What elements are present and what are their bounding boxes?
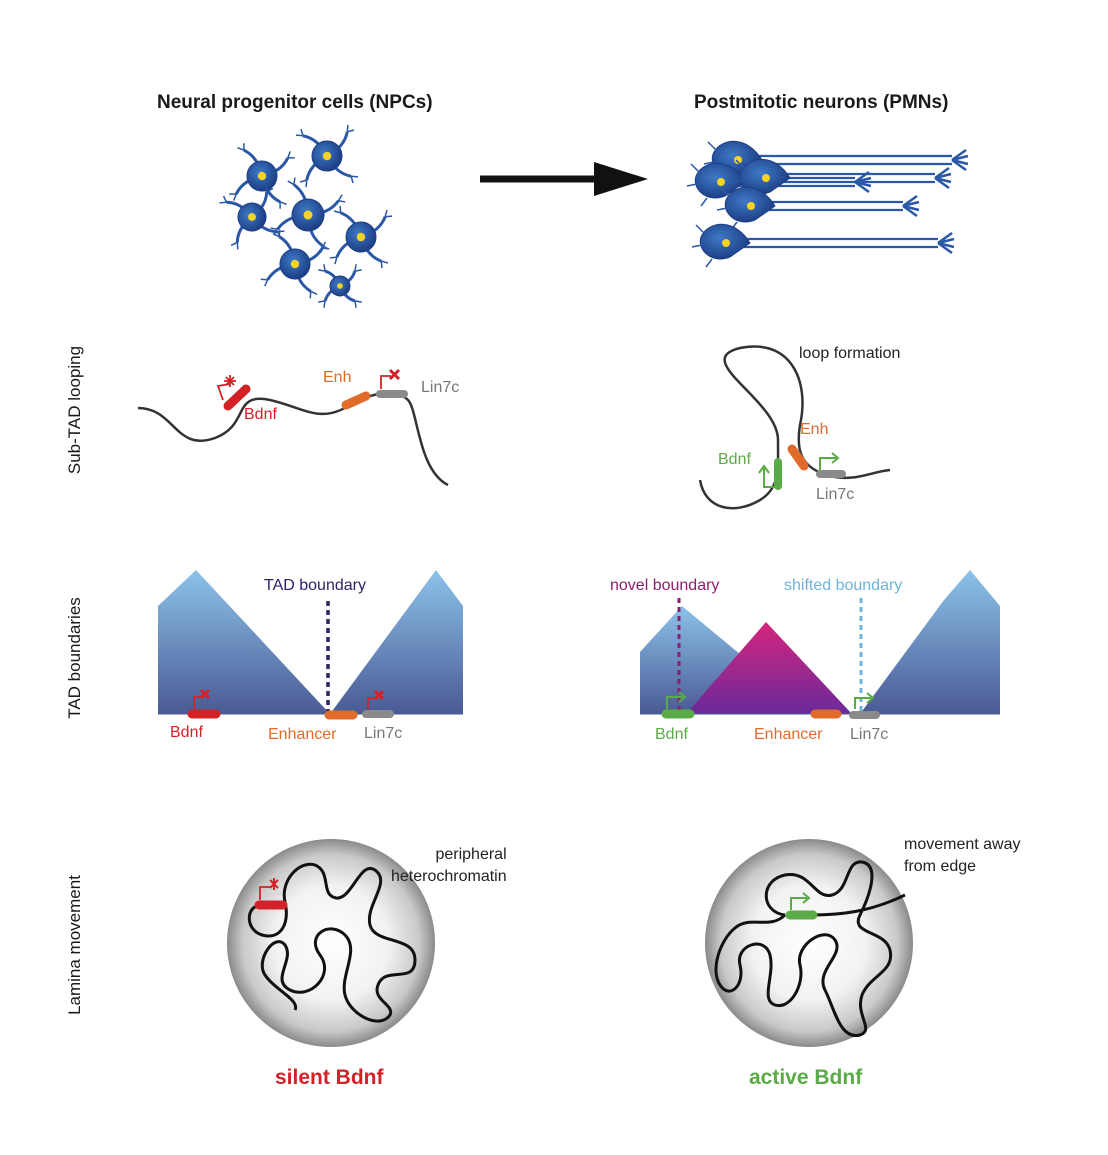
looping-left-bdnf-label: Bdnf [244, 406, 277, 423]
lin7c-active-promoter-icon [819, 452, 840, 470]
row-label-lamina: Lamina movement [65, 875, 84, 1015]
row-label-tad: TAD boundaries [65, 597, 84, 719]
bdnf-active-promoter-icon [666, 691, 687, 709]
lin7c-active-promoter-icon [854, 692, 875, 709]
nucleus-left [227, 839, 435, 1047]
npc-cell-icon [260, 229, 330, 299]
pmn-neuron-icon [691, 223, 955, 268]
bdnf-silent-promoter-icon [259, 878, 279, 900]
loop-formation-label: loop formation [799, 345, 901, 362]
active-bdnf-status: active Bdnf [749, 1066, 863, 1089]
looping-right-chromatin [698, 345, 891, 510]
bdnf-active-promoter-icon [758, 464, 776, 488]
pmn-neuron-icon [716, 186, 920, 231]
peripheral-heterochromatin-label: peripheral heterochromatin [391, 846, 507, 885]
tad-left-enhancer-label: Enhancer [268, 726, 337, 743]
tad-right-enhancer-label: Enhancer [754, 726, 823, 743]
enhancer-bar [787, 444, 809, 471]
transition-arrow [480, 162, 648, 196]
silent-bdnf-status: silent Bdnf [275, 1066, 384, 1089]
enhancer-bar [341, 391, 371, 410]
npc-cell-icon [329, 205, 393, 269]
lin7c-silent-promoter-icon [367, 689, 385, 709]
looping-right-enh-label: Enh [800, 421, 829, 438]
tad-right-lin7c-label: Lin7c [850, 726, 889, 743]
row-label-looping: Sub-TAD looping [65, 345, 84, 475]
looping-left-enh-label: Enh [323, 369, 352, 386]
npc-cell-cluster [219, 124, 393, 308]
looping-right-bdnf-label: Bdnf [718, 451, 751, 468]
npc-cell-icon [270, 177, 346, 253]
npc-cell-icon [219, 184, 285, 250]
lin7c-silent-promoter-icon [380, 368, 401, 389]
npc-title: Neural progenitor cells (NPCs) [157, 92, 433, 113]
pmn-neuron-icon [731, 158, 952, 203]
npc-cell-icon [318, 264, 362, 308]
pmn-neuron-group [686, 140, 969, 268]
tad-boundary-label: TAD boundary [264, 577, 366, 594]
looping-right-lin7c-label: Lin7c [816, 486, 855, 503]
novel-boundary-label: novel boundary [610, 577, 720, 594]
nucleus-right [705, 839, 913, 1047]
npc-cell-icon [295, 124, 359, 188]
tad-left-bdnf-label: Bdnf [170, 724, 203, 741]
shifted-boundary-label: shifted boundary [784, 577, 903, 594]
movement-away-label: movement away from edge [904, 836, 1021, 875]
tad-left-lin7c-label: Lin7c [364, 725, 403, 742]
pmn-title: Postmitotic neurons (PMNs) [694, 92, 949, 113]
tad-right-bdnf-label: Bdnf [655, 726, 688, 743]
tad-left-domains [158, 570, 463, 720]
bdnf-active-promoter-icon [790, 892, 811, 910]
npc-cell-icon [229, 143, 295, 209]
bdnf-silent-promoter-icon [193, 688, 211, 709]
looping-left-lin7c-label: Lin7c [421, 379, 460, 396]
tad-right-domains [640, 570, 1000, 719]
bdnf-gene-bar [223, 384, 251, 411]
looping-left-chromatin [137, 368, 449, 487]
bdnf-silent-promoter-icon [216, 375, 236, 401]
